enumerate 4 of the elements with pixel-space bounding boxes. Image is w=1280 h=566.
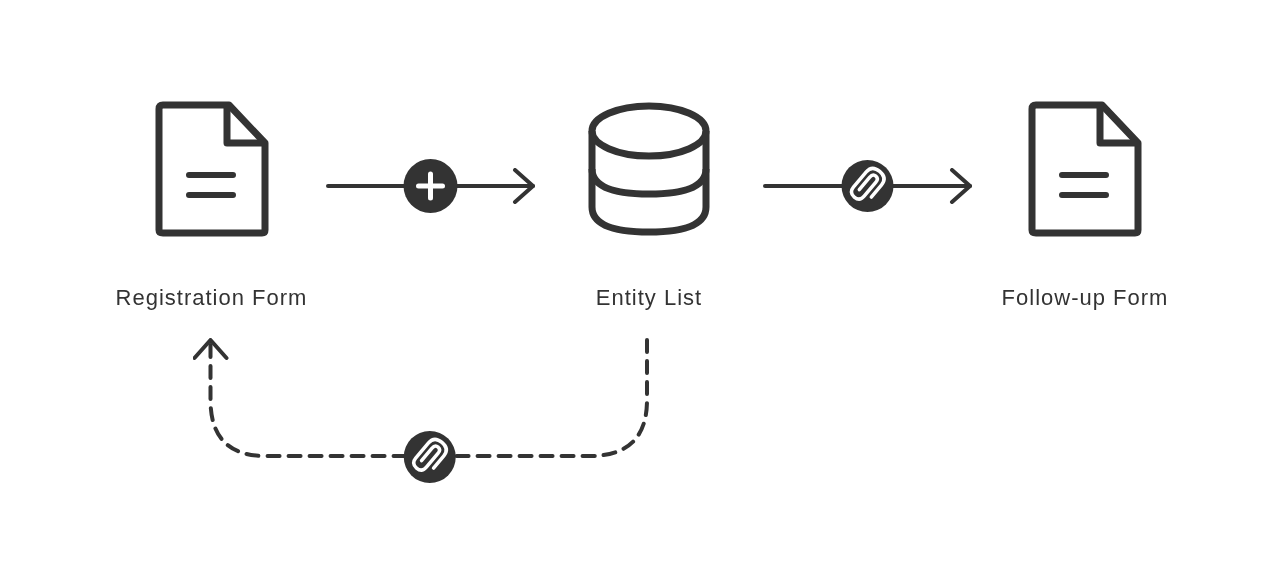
dashed-arrow (192, 338, 649, 458)
node-label: Entity List (595, 284, 703, 312)
node-label: Registration Form (115, 284, 308, 312)
node-label: Follow-up Form (1001, 284, 1169, 312)
